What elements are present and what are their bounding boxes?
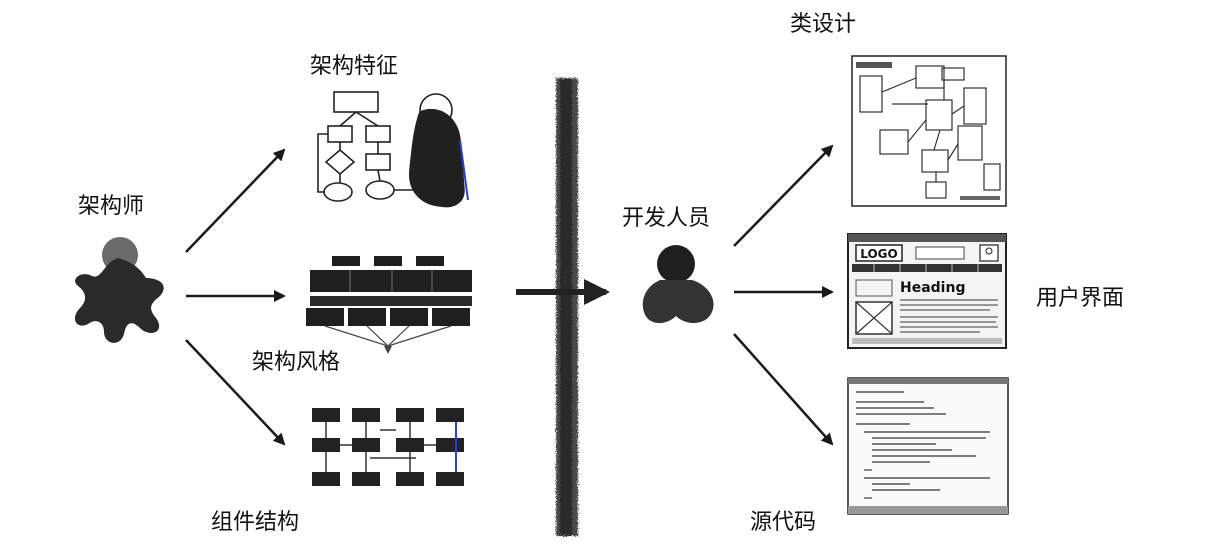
arrow-to-characteristics bbox=[185, 148, 286, 253]
separation-wall bbox=[556, 78, 578, 536]
arrow-to-source-code bbox=[733, 333, 834, 446]
class-design-icon bbox=[851, 55, 1007, 207]
user-interface-label: 用户界面 bbox=[1036, 286, 1125, 311]
architecture-style-label: 架构风格 bbox=[252, 350, 341, 375]
class-design-label: 类设计 bbox=[790, 12, 857, 37]
ui-logo-text: LOGO bbox=[860, 247, 897, 261]
arrow-to-components bbox=[185, 339, 286, 446]
architecture-style-icon bbox=[306, 256, 472, 354]
developer-label: 开发人员 bbox=[622, 206, 711, 231]
arrow-to-class-design bbox=[733, 144, 834, 247]
architecture-characteristics-icon bbox=[317, 91, 469, 208]
source-code-label: 源代码 bbox=[750, 510, 817, 535]
user-interface-icon: LOGO Heading bbox=[847, 233, 1007, 349]
component-structure-icon bbox=[312, 408, 464, 486]
developer-figure-icon bbox=[642, 245, 714, 324]
component-structure-label: 组件结构 bbox=[211, 510, 300, 535]
architect-figure-icon bbox=[74, 237, 164, 343]
architecture-characteristics-label: 架构特征 bbox=[310, 54, 399, 79]
ui-heading-text: Heading bbox=[900, 280, 965, 296]
source-code-icon bbox=[847, 377, 1009, 515]
architect-label: 架构师 bbox=[78, 194, 145, 219]
